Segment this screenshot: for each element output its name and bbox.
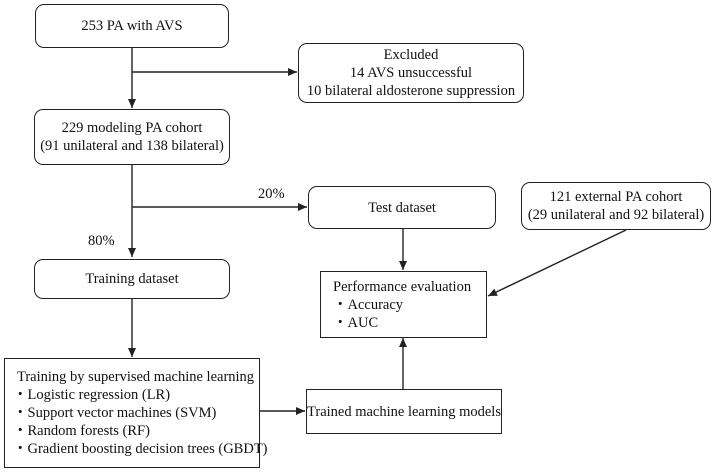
node-supervised-line: ・Gradient boosting decision trees (GBDT): [13, 441, 268, 457]
train-split-label: 80%: [88, 233, 115, 249]
node-external-line: 121 external PA cohort: [549, 189, 683, 205]
node-test-line: Test dataset: [368, 199, 436, 216]
node-external: 121 external PA cohort (29 unilateral an…: [521, 182, 711, 230]
node-supervised: Training by supervised machine learning …: [4, 358, 268, 468]
node-modeling-line: 229 modeling PA cohort: [61, 120, 203, 136]
node-trained: Trained machine learning models: [306, 389, 502, 434]
node-performance: Performance evaluation ・Accuracy ・AUC: [320, 271, 487, 338]
node-training: Training dataset: [34, 259, 230, 299]
node-test: Test dataset: [308, 186, 496, 229]
node-supervised-line: ・Random forests (RF): [13, 423, 150, 439]
node-excluded-line: 14 AVS unsuccessful: [349, 65, 473, 81]
node-performance-line: ・AUC: [333, 314, 379, 331]
arrow-external-to-performance: [487, 229, 627, 297]
node-performance-line: Performance evaluation: [333, 278, 472, 295]
test-split-label: 20%: [258, 186, 285, 202]
node-training-line: Training dataset: [85, 271, 179, 287]
node-excluded-line: 10 bilateral aldosterone suppression: [306, 83, 516, 99]
node-start: 253 PA with AVS: [35, 4, 229, 48]
node-start-line: 253 PA with AVS: [81, 18, 183, 34]
node-excluded: Excluded 14 AVS unsuccessful 10 bilatera…: [298, 43, 524, 103]
node-excluded-line: Excluded: [383, 47, 439, 63]
node-supervised-line: ・Logistic regression (LR): [13, 387, 171, 403]
node-external-line: (29 unilateral and 92 bilateral): [527, 207, 705, 223]
node-modeling-line: (91 unilateral and 138 bilateral): [40, 138, 224, 154]
node-supervised-line: Training by supervised machine learning: [17, 369, 255, 385]
node-performance-line: ・Accuracy: [333, 296, 404, 313]
node-supervised-line: ・Support vector machines (SVM): [13, 405, 217, 421]
node-modeling: 229 modeling PA cohort (91 unilateral an…: [34, 109, 230, 165]
node-trained-line: Trained machine learning models: [307, 403, 501, 420]
